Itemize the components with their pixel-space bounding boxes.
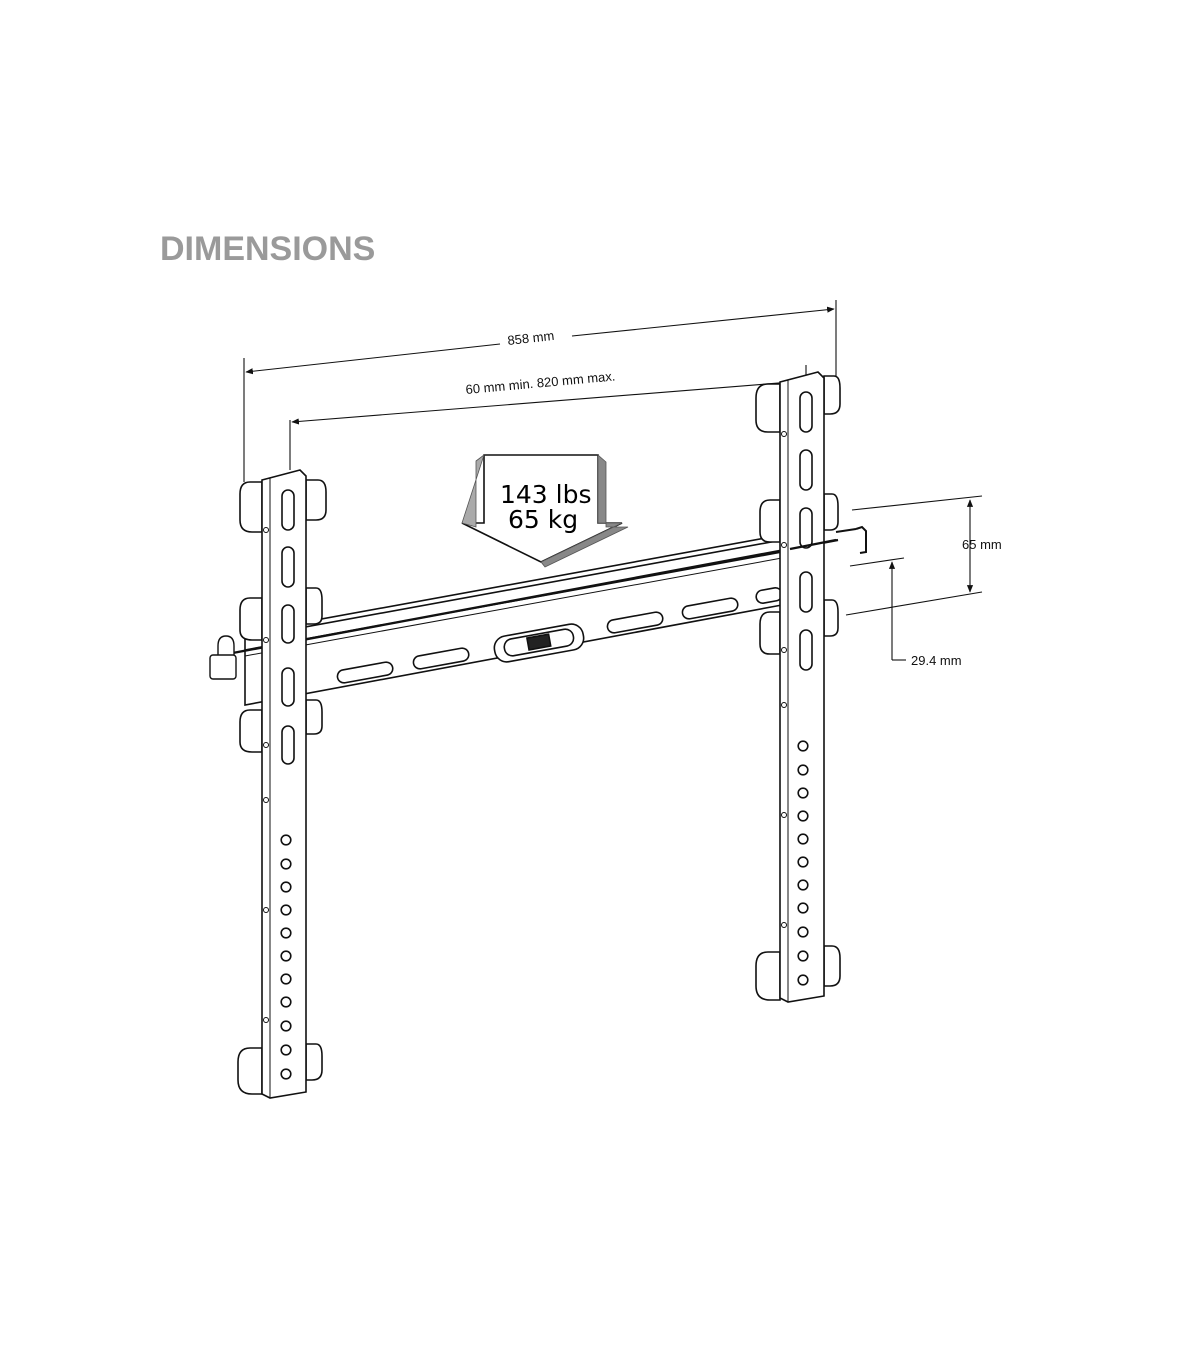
- rail-offset-dimension: [845, 495, 983, 616]
- overall-width-line-left: [245, 343, 501, 375]
- spirit-level-icon: [493, 623, 585, 663]
- load-arrow-icon: [461, 453, 629, 568]
- rail-offset-label: 65 mm: [962, 537, 1002, 552]
- rail-slot: [606, 611, 664, 634]
- overall-width-label: 858 mm: [507, 328, 555, 348]
- depth-dimension: [849, 557, 906, 661]
- load-metric-label: 65 kg: [508, 505, 578, 534]
- hole-spacing-line: [291, 378, 805, 425]
- lock-bar-end: [789, 538, 837, 551]
- wall-rail: [221, 525, 867, 706]
- overall-width-dimension: [243, 300, 837, 482]
- overall-width-line-right: [571, 306, 835, 337]
- rail-slot: [412, 647, 470, 670]
- right-vertical-bracket: [755, 371, 841, 1003]
- rail-slot: [336, 661, 394, 684]
- page-title: DIMENSIONS: [160, 230, 376, 268]
- rail-slot: [681, 597, 739, 620]
- right-bracket-holes: [797, 740, 809, 986]
- left-bracket-holes: [280, 834, 292, 1080]
- left-vertical-bracket: [237, 469, 327, 1099]
- right-bracket-rivets: [781, 431, 787, 928]
- hole-spacing-label: 60 mm min. 820 mm max.: [465, 368, 616, 397]
- depth-label: 29.4 mm: [911, 653, 962, 668]
- load-imperial-label: 143 lbs: [500, 480, 592, 509]
- left-bracket-rivets: [263, 527, 269, 1023]
- padlock-icon: [209, 635, 237, 680]
